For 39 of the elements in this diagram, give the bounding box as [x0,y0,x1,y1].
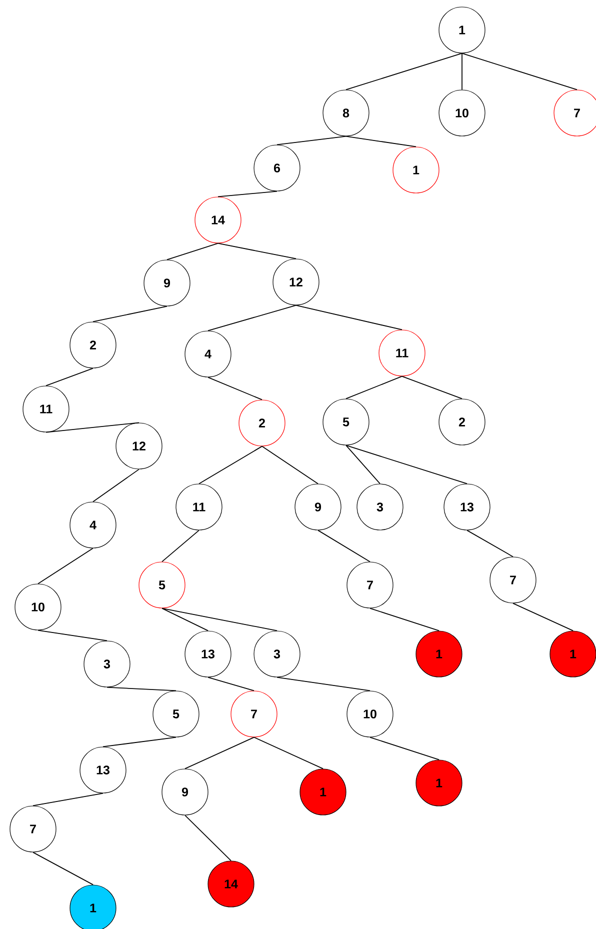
tree-edge [254,736,324,770]
tree-edge [38,630,108,642]
tree-edge [166,242,218,260]
tree-edge [46,422,140,433]
tree-edge [32,852,94,886]
tree-edge [370,736,440,760]
tree-edge [262,446,318,484]
tree-edge [346,52,462,90]
tree-edge [162,608,208,632]
tree-edge [276,676,370,692]
tree-edge [512,602,574,632]
tree-edge [276,136,346,146]
tree-edge [296,304,402,330]
tree-edge [208,676,254,692]
tree-edge [106,686,176,692]
tree-edge [346,136,416,148]
tree-edge [462,52,578,90]
tree-edge [102,736,176,748]
tree-edge [346,376,402,400]
tree-edge [46,368,94,386]
tree-edge [92,306,168,322]
tree-edge [402,376,462,400]
tree-edge [370,608,440,632]
tree-edge [162,608,278,632]
tree-edge [92,468,140,502]
tree-edge [38,548,94,584]
tree-edge [184,736,254,770]
tree-edge [208,304,296,332]
tree-edge [346,444,380,484]
tree-edge [198,446,262,484]
tree-edge [184,814,232,862]
tree-edge [318,530,370,562]
tree-edge [218,190,278,198]
tree-edge [346,444,468,484]
tree-edge [466,530,514,558]
tree-edge [162,530,200,562]
tree-edge [208,376,262,400]
tree-edge [218,242,296,260]
tree-edge [32,792,104,806]
